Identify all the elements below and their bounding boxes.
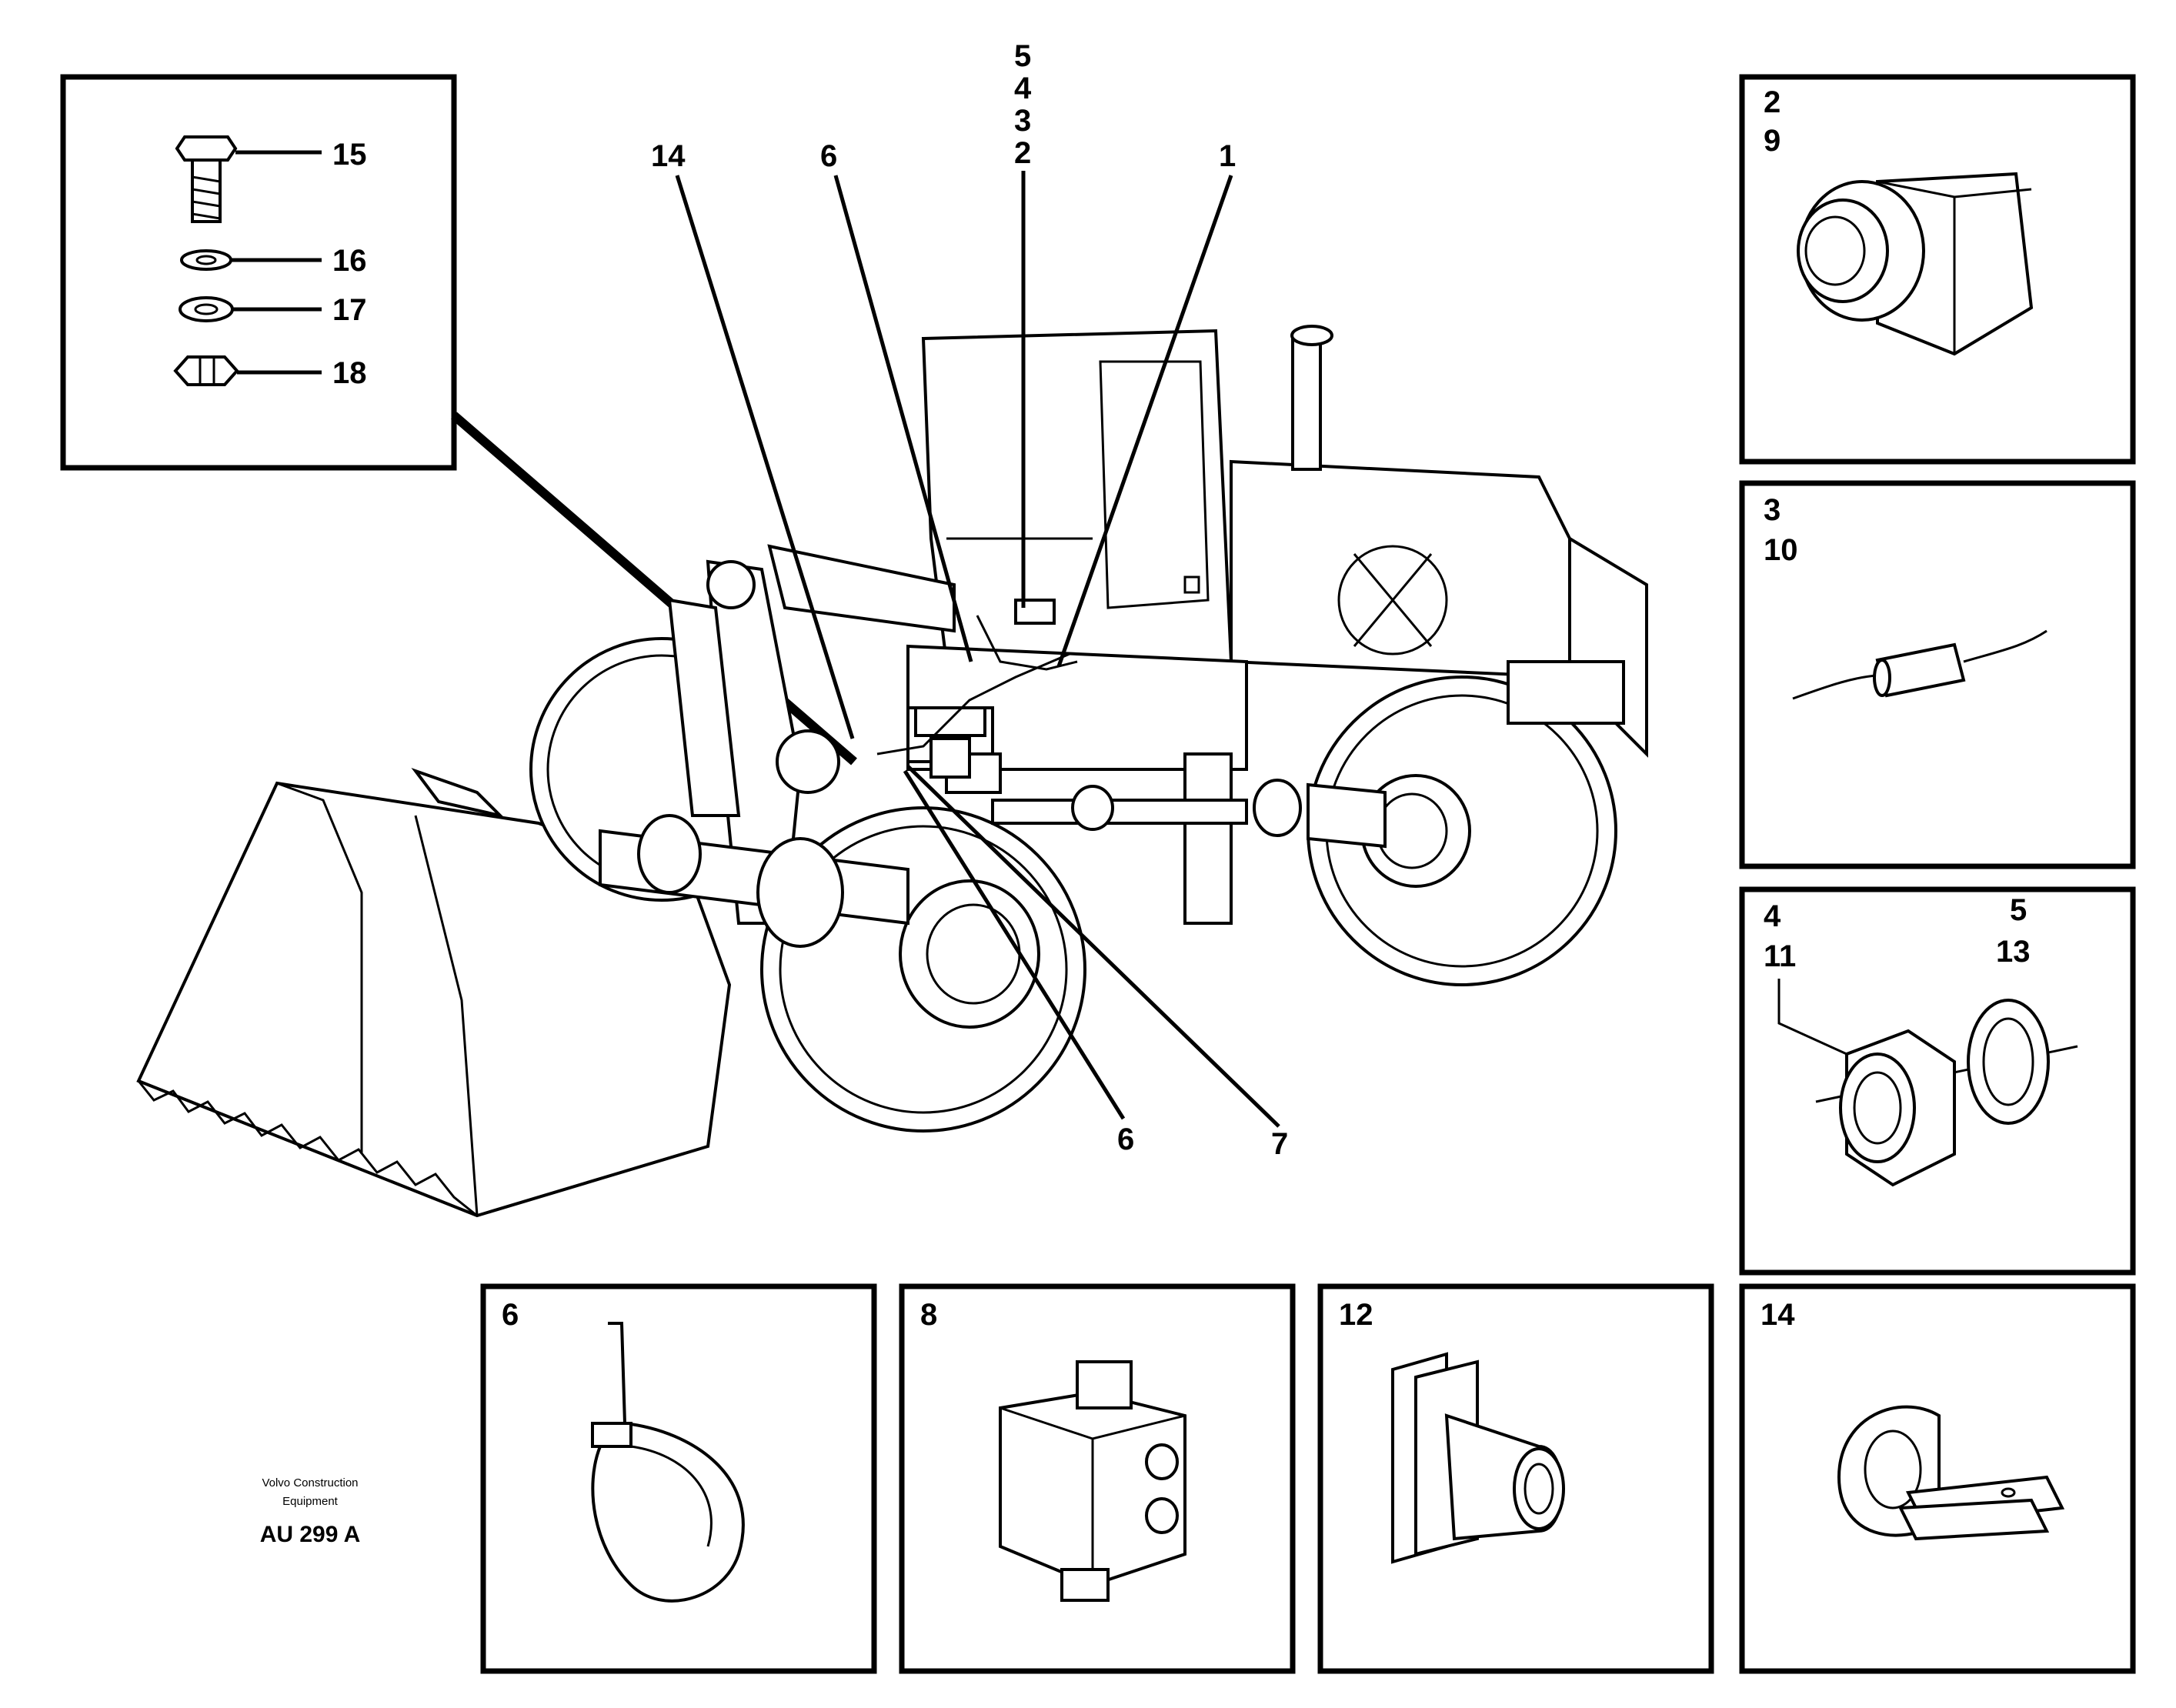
leader-11 — [1777, 979, 1847, 1056]
cable-tie-icon — [591, 1322, 745, 1603]
footer: Volvo Construction Equipment AU 299 A — [260, 1476, 361, 1547]
gland-nut-icon — [1839, 1029, 1956, 1187]
callout-7: 7 — [1271, 1127, 1288, 1161]
panel-label: 5 — [2010, 893, 2027, 927]
callout-15: 15 — [332, 138, 367, 172]
nut-icon — [173, 355, 239, 386]
exhaust-pipe — [1290, 325, 1333, 471]
hardware-inset: 15 16 17 18 — [60, 74, 457, 471]
callout-18: 18 — [332, 356, 367, 390]
panel-2-9: 2 9 — [1739, 74, 2136, 465]
panel-label: 10 — [1764, 533, 1798, 567]
electrical-connector-icon — [999, 1360, 1186, 1602]
callout-14: 14 — [651, 139, 686, 173]
panel-label: 12 — [1339, 1298, 1373, 1332]
panel-6: 6 — [480, 1283, 877, 1674]
cable-harness — [876, 652, 1070, 756]
bolt-icon — [175, 135, 238, 223]
plug-connector-icon — [1797, 172, 2034, 356]
panel-label: 13 — [1996, 935, 2031, 969]
sensor-unit — [914, 706, 986, 779]
lift-arm — [667, 544, 956, 925]
panel-3-10: 3 10 — [1739, 480, 2136, 869]
panel-4-11-5-13: 4 11 5 13 — [1739, 886, 2136, 1276]
panel-label: 4 — [1764, 899, 1781, 933]
bucket — [136, 767, 732, 1218]
callout-4: 4 — [1014, 72, 1032, 105]
callout-17: 17 — [332, 293, 367, 327]
callout-3: 3 — [1014, 104, 1031, 138]
rubber-grommet-icon — [1391, 1352, 1565, 1564]
diagram-code: AU 299 A — [260, 1522, 361, 1547]
callout-16: 16 — [332, 244, 367, 278]
panel-label: 6 — [502, 1298, 519, 1332]
panel-12: 12 — [1317, 1283, 1714, 1674]
engine-hood — [1230, 459, 1648, 758]
cable-harness-cab — [976, 615, 1078, 671]
callout-6-bottom: 6 — [1117, 1123, 1134, 1156]
callout-6-top: 6 — [820, 139, 837, 173]
callout-2: 2 — [1014, 136, 1031, 170]
panel-label: 11 — [1764, 939, 1796, 973]
panel-8: 8 — [899, 1283, 1296, 1674]
drive-shaft — [991, 779, 1387, 849]
hardware-inset-frame — [60, 74, 457, 471]
cable-clamp-icon — [1837, 1405, 2065, 1541]
seal-ring-icon — [1967, 999, 2050, 1125]
resistor-icon — [1792, 629, 2048, 700]
panel-label: 8 — [920, 1298, 937, 1332]
wheel-loader — [136, 325, 1648, 1218]
washer-icon — [180, 249, 232, 271]
company-name-line2: Equipment — [282, 1495, 339, 1508]
lock-washer-icon — [179, 296, 234, 322]
panel-label: 2 — [1764, 85, 1781, 119]
panel-14: 14 — [1739, 1283, 2136, 1674]
panel-label: 3 — [1764, 493, 1781, 527]
callouts: 14 6 5 4 3 2 1 6 7 — [651, 39, 1288, 1161]
panel-label: 14 — [1760, 1298, 1795, 1332]
panel-label: 9 — [1764, 124, 1781, 158]
callout-5: 5 — [1014, 39, 1031, 73]
callout-1: 1 — [1219, 139, 1236, 173]
front-axle — [599, 814, 909, 948]
company-name: Volvo Construction — [262, 1476, 358, 1489]
